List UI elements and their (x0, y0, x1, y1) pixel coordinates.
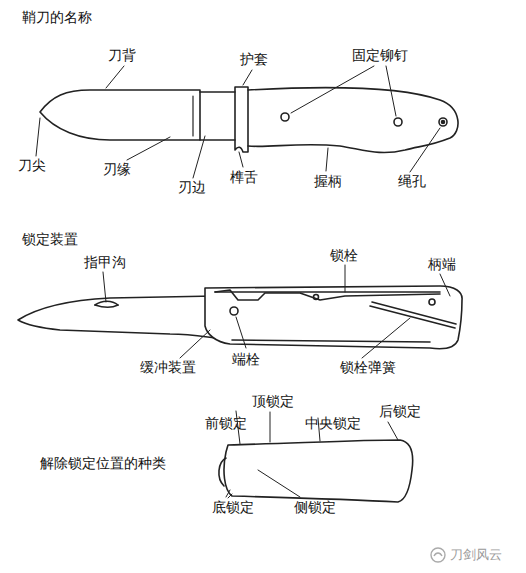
section-heading: 解除锁定位置的种类 (40, 456, 166, 471)
part-label: 榫舌 (230, 170, 258, 185)
part-label: 绳孔 (398, 174, 426, 189)
part-label: 刀背 (108, 48, 136, 63)
part-label: 固定铆钉 (352, 48, 408, 63)
part-label: 柄端 (428, 257, 456, 272)
part-label: 中央锁定 (305, 416, 361, 431)
part-label: 护套 (240, 52, 268, 67)
part-label: 指甲沟 (84, 255, 126, 270)
part-label: 顶锁定 (252, 394, 294, 409)
part-label: 端栓 (232, 352, 260, 367)
watermark: 刀剑风云 (450, 548, 502, 562)
part-label: 锁栓 (330, 248, 358, 263)
part-label: 锁栓弹簧 (340, 360, 396, 375)
part-label: 刀尖 (18, 158, 46, 173)
section-heading: 鞘刀的名称 (22, 10, 92, 25)
part-label: 前锁定 (205, 416, 247, 431)
section-heading: 锁定装置 (22, 232, 78, 247)
part-label: 底锁定 (212, 500, 254, 515)
part-label: 缓冲装置 (140, 360, 196, 375)
part-label: 刃缘 (103, 162, 131, 177)
part-label: 刃边 (178, 180, 206, 195)
part-label: 侧锁定 (294, 500, 336, 515)
part-label: 后锁定 (379, 404, 421, 419)
part-label: 握柄 (314, 174, 342, 189)
